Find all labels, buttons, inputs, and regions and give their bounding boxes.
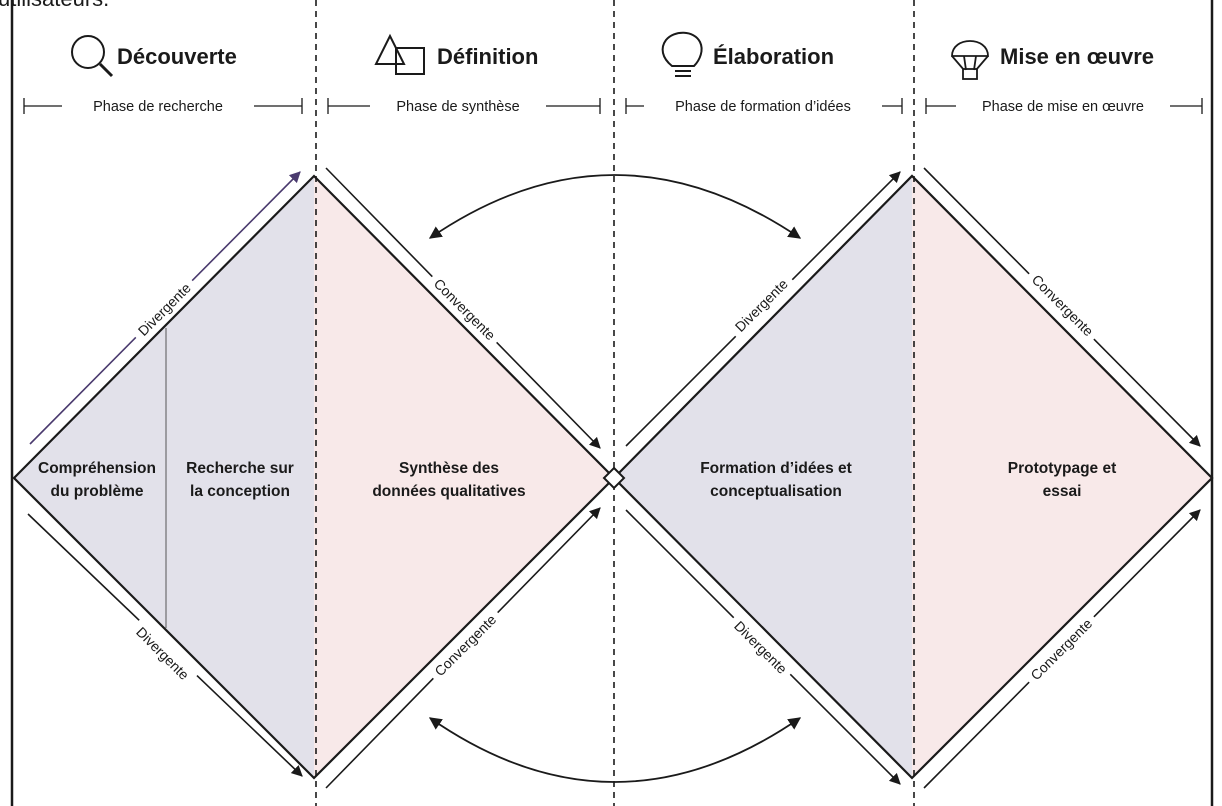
phase-bracket-1 xyxy=(23,98,303,114)
phase-title-elaboration: Élaboration xyxy=(713,44,834,69)
phase-subtitle-1: Phase de recherche xyxy=(93,99,223,115)
phase-bracket-4 xyxy=(925,98,1203,114)
phase-subtitle-4: Phase de mise en œuvre xyxy=(982,99,1144,115)
phase-title-decouverte: Découverte xyxy=(117,44,237,69)
phase-subtitle-3: Phase de formation d’idées xyxy=(675,99,851,115)
phase-subtitle-2: Phase de synthèse xyxy=(396,99,519,115)
shapes-icon xyxy=(374,33,425,75)
region-label-5-line1: Prototypage et xyxy=(1008,460,1117,477)
lightbulb-icon xyxy=(661,31,703,77)
region-label-5-line2: essai xyxy=(1043,483,1082,500)
region-label-2-line2: la conception xyxy=(190,483,290,500)
region-label-1-line1: Compréhension xyxy=(38,460,156,477)
iteration-arrow-bottom xyxy=(428,717,802,783)
diamond2-outline xyxy=(612,174,1214,780)
phase-bracket-2 xyxy=(327,98,601,114)
region-label-1-line2: du problème xyxy=(50,483,143,500)
diamond2-right-fill xyxy=(912,176,1212,778)
center-junction-marker xyxy=(602,466,626,490)
diamond2-left-fill xyxy=(614,176,912,778)
region-label-3-line2: données qualitatives xyxy=(372,483,525,500)
phase-title-definition: Définition xyxy=(437,44,538,69)
phase-bracket-3 xyxy=(625,98,903,114)
region-label-2-line1: Recherche sur xyxy=(186,460,294,477)
region-label-3-line1: Synthèse des xyxy=(399,460,499,477)
iteration-arrow-top xyxy=(428,174,802,239)
diamond1-left-fill xyxy=(14,176,314,778)
parachute-icon xyxy=(951,40,989,80)
diamond1-right-fill xyxy=(314,176,614,778)
cut-off-text: utilisateurs. xyxy=(0,0,109,12)
magnifier-icon xyxy=(71,35,114,78)
phase-title-mise-en-oeuvre: Mise en œuvre xyxy=(1000,44,1154,69)
region-label-4-line1: Formation d’idées et xyxy=(700,460,852,477)
region-label-4-line2: conceptualisation xyxy=(710,483,842,500)
